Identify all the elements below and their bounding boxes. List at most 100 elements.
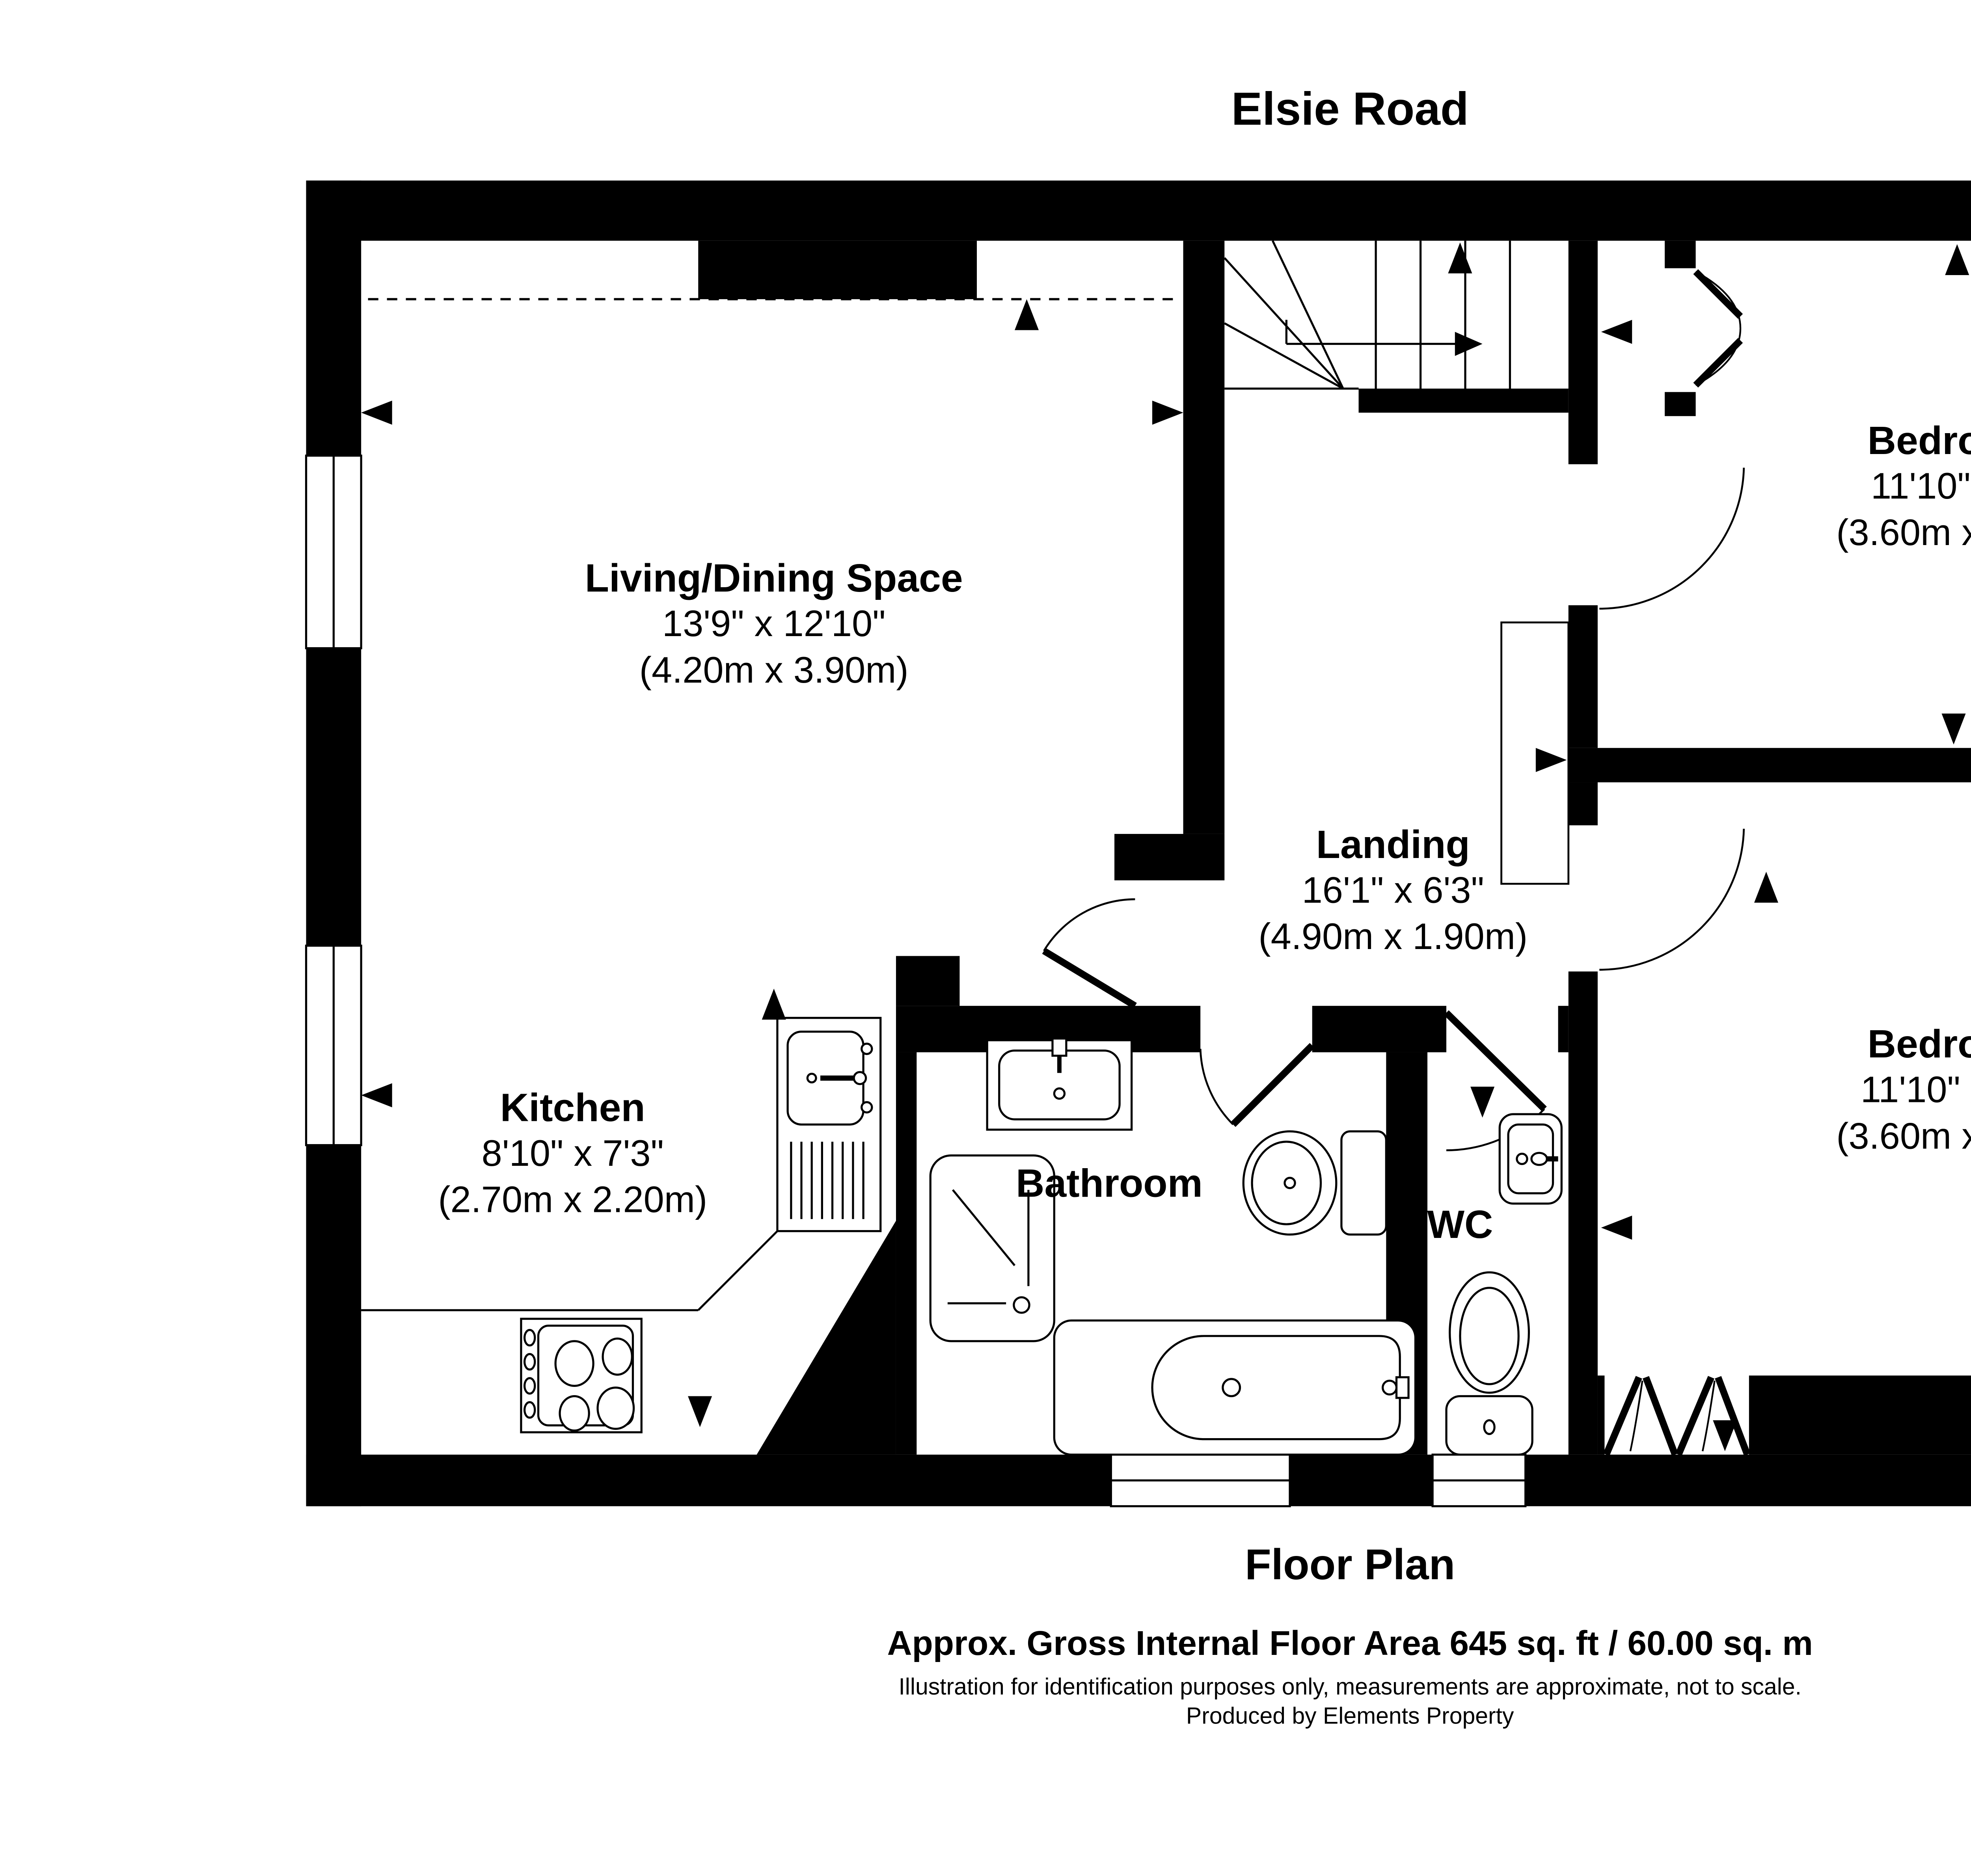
marker-up-icon <box>1014 299 1039 330</box>
interior-walls <box>756 240 1971 1455</box>
room-label-living: Living/Dining Space 13'9" x 12'10" (4.20… <box>585 554 963 695</box>
room-dims-metric: (4.90m x 1.90m) <box>1258 916 1528 958</box>
floor-area-text: Approx. Gross Internal Floor Area 645 sq… <box>887 1625 1813 1664</box>
room-name: Bedroom 1 <box>1867 1021 1971 1066</box>
landing-cupboard <box>1500 621 1570 885</box>
street-name-title: Elsie Road <box>1231 83 1469 135</box>
stair-direction-arrow-icon <box>1455 332 1483 356</box>
marker-up-icon <box>1448 242 1472 274</box>
room-dims-metric: (4.20m x 3.90m) <box>639 650 909 691</box>
window-bathroom-south <box>1110 1454 1291 1508</box>
kitchen-hob-icon <box>520 1318 643 1433</box>
marker-up-icon <box>1945 244 1969 275</box>
shower-icon <box>929 1154 1055 1342</box>
window-wc-south <box>1431 1454 1527 1508</box>
stair-winder <box>1272 240 1344 389</box>
marker-left-icon <box>361 1083 392 1107</box>
room-label-kitchen: Kitchen 8'10" x 7'3" (2.70m x 2.20m) <box>438 1083 707 1225</box>
marker-down-icon <box>1941 713 1966 745</box>
wardrobe-doors <box>1603 1376 1751 1456</box>
dimension-markers <box>361 242 1969 1452</box>
wc-basin-icon <box>1498 1113 1563 1205</box>
marker-right-icon <box>1152 400 1183 425</box>
kitchen-sink-icon <box>776 1017 882 1232</box>
room-label-bathroom: Bathroom <box>1016 1159 1203 1207</box>
kitchen-fixtures <box>361 1017 882 1433</box>
stair-winder <box>1224 322 1344 390</box>
wall-cupboard-stub-bottom <box>1665 392 1696 416</box>
room-name: Bathroom <box>1015 1160 1203 1206</box>
wc-fixtures <box>1445 1113 1563 1456</box>
door-living <box>1042 898 1137 1009</box>
wall-bathroom-west <box>896 1052 917 1455</box>
wall-stairs-west <box>1183 240 1225 834</box>
room-name: WC <box>1427 1202 1493 1247</box>
wall-left <box>306 181 361 1506</box>
wall-top <box>306 181 1971 241</box>
window-living-1 <box>305 454 362 650</box>
room-dims-imperial: 8'10" x 7'3" <box>481 1133 664 1174</box>
disclaimer-text: Illustration for identification purposes… <box>898 1674 1801 1700</box>
marker-left-icon <box>1601 1215 1632 1240</box>
wall-bedrooms-west-c <box>1568 782 1598 826</box>
stair-winder <box>1224 257 1344 389</box>
marker-right-icon <box>1535 748 1567 772</box>
room-name: Kitchen <box>500 1085 645 1130</box>
wall-bedrooms-west-b <box>1568 605 1598 748</box>
door-cupboard-bedroom2 <box>1693 269 1743 388</box>
room-name: Living/Dining Space <box>585 555 963 600</box>
room-name: Landing <box>1316 822 1470 867</box>
room-dims-imperial: 11'10" x 10'8" <box>1860 1069 1971 1111</box>
marker-up-icon <box>1754 871 1779 903</box>
marker-left-icon <box>1601 320 1632 344</box>
floor-plan-title: Floor Plan <box>1245 1541 1455 1590</box>
room-dims-imperial: 11'10" x 9'0" <box>1870 466 1971 507</box>
marker-down-icon <box>1470 1087 1495 1118</box>
marker-right-icon <box>1152 1014 1183 1039</box>
wall-kitchen-stub <box>896 956 960 1006</box>
bathroom-fixtures <box>929 1037 1417 1456</box>
wall-cupboard-stub-top <box>1665 240 1696 268</box>
marker-down-icon <box>1713 1420 1737 1452</box>
wall-wc-north-stub <box>1558 1006 1569 1052</box>
marker-up-icon <box>762 988 786 1020</box>
toilet-icon <box>1242 1130 1387 1236</box>
room-dims-imperial: 16'1" x 6'3" <box>1302 870 1484 912</box>
room-dims-metric: (2.70m x 2.20m) <box>438 1179 708 1221</box>
producer-credit-text: Produced by Elements Property <box>1186 1703 1514 1729</box>
windows <box>305 454 1527 1508</box>
wall-top-pier <box>698 240 977 300</box>
wall-bedroom-divider <box>1568 748 1971 783</box>
wall-bedrooms-west-a <box>1568 240 1598 464</box>
wall-kitchen-diagonal <box>756 1221 896 1455</box>
door-bedroom1 <box>1599 828 1745 971</box>
wall-wardrobe-b <box>1749 1375 1971 1455</box>
room-dims-metric: (3.60m x 3.25m) <box>1836 1116 1971 1158</box>
wall-under-stairs <box>1358 388 1569 413</box>
room-label-bedroom1: Bedroom 1 11'10" x 10'8" (3.60m x 3.25m) <box>1836 1020 1971 1161</box>
room-label-landing: Landing 16'1" x 6'3" (4.90m x 1.90m) <box>1258 820 1528 961</box>
door-bathroom <box>1199 1043 1315 1127</box>
wall-wardrobe-a <box>1597 1375 1605 1455</box>
bathtub-icon <box>1053 1319 1417 1456</box>
room-dims-metric: (3.60m x 2.75m) <box>1836 512 1971 554</box>
kitchen-counter-diagonal <box>697 1230 778 1311</box>
window-kitchen <box>305 944 362 1146</box>
wall-bathroom-north-2 <box>1312 1006 1447 1052</box>
kitchen-drainer-lines <box>790 1141 864 1219</box>
wall-nib <box>1114 834 1225 880</box>
doors <box>1042 269 1745 1152</box>
door-bedroom2 <box>1599 467 1745 610</box>
marker-down-icon <box>688 1396 712 1427</box>
room-label-wc: WC <box>1427 1200 1493 1248</box>
wall-bedrooms-west-d <box>1568 971 1598 1455</box>
room-label-bedroom2: Bedroom 2 11'10" x 9'0" (3.60m x 2.75m) <box>1836 416 1971 557</box>
marker-left-icon <box>361 400 392 425</box>
bathroom-basin-icon <box>986 1037 1133 1131</box>
stairs <box>1224 240 1511 390</box>
room-name: Bedroom 2 <box>1867 418 1971 463</box>
room-dims-imperial: 13'9" x 12'10" <box>662 603 886 645</box>
wardrobe-left-icon <box>1603 1376 1751 1456</box>
